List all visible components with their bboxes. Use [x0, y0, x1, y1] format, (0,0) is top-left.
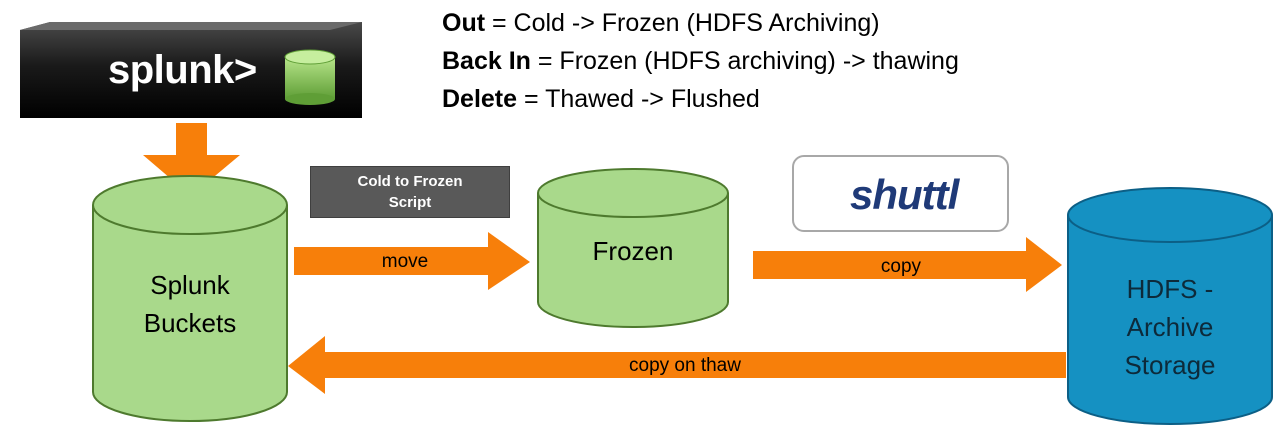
- legend-line-out: Out = Cold -> Frozen (HDFS Archiving): [442, 4, 1162, 42]
- legend-term: Out: [442, 9, 486, 37]
- legend-text: = Frozen (HDFS archiving) -> thawing: [530, 47, 959, 75]
- hdfs-line3: Storage: [1124, 350, 1216, 380]
- splunk-logo: [20, 22, 362, 118]
- splunk-buckets-line1: Splunk: [150, 270, 230, 300]
- script-box-line1: Cold to Frozen: [357, 173, 463, 190]
- down-arrow: [143, 123, 240, 196]
- legend-line-delete: Delete = Thawed -> Flushed: [442, 80, 1162, 118]
- hdfs-line1: HDFS -: [1126, 274, 1214, 304]
- cold-to-frozen-script-box: Cold to Frozen Script: [310, 166, 510, 218]
- shuttl-logo: shuttl: [792, 155, 1009, 232]
- copy-on-thaw-arrow: [288, 336, 1066, 394]
- frozen-cylinder: [537, 168, 729, 328]
- script-box-line2: Script: [388, 194, 432, 211]
- legend: Out = Cold -> Frozen (HDFS Archiving) Ba…: [442, 4, 1162, 118]
- splunk-buckets-cylinder: [92, 175, 288, 422]
- legend-term: Back In: [442, 47, 531, 75]
- splunk-buckets-label: Splunk Buckets: [100, 266, 280, 342]
- legend-term: Delete: [442, 85, 518, 113]
- splunk-logo-text: splunk>: [108, 48, 257, 92]
- splunk-logo-cylinder-icon: [284, 49, 336, 105]
- hdfs-cylinder: [1067, 187, 1273, 425]
- frozen-label: Frozen: [548, 232, 718, 270]
- copy-label: copy: [880, 256, 922, 277]
- hdfs-line2: Archive: [1126, 312, 1214, 342]
- splunk-buckets-line2: Buckets: [143, 308, 237, 338]
- splunk-logo-text-wrap: splunk>: [20, 22, 362, 118]
- move-arrow: [294, 232, 530, 290]
- frozen-line1: Frozen: [592, 236, 674, 266]
- shuttl-logo-text: shuttl: [850, 171, 959, 218]
- copy-arrow: [753, 237, 1062, 292]
- legend-text: = Cold -> Frozen (HDFS Archiving): [485, 9, 880, 37]
- legend-text: = Thawed -> Flushed: [517, 85, 760, 113]
- move-label: move: [381, 251, 429, 272]
- legend-line-back-in: Back In = Frozen (HDFS archiving) -> tha…: [442, 42, 1162, 80]
- copy-on-thaw-label: copy on thaw: [629, 355, 741, 376]
- hdfs-label: HDFS - Archive Storage: [1078, 270, 1262, 384]
